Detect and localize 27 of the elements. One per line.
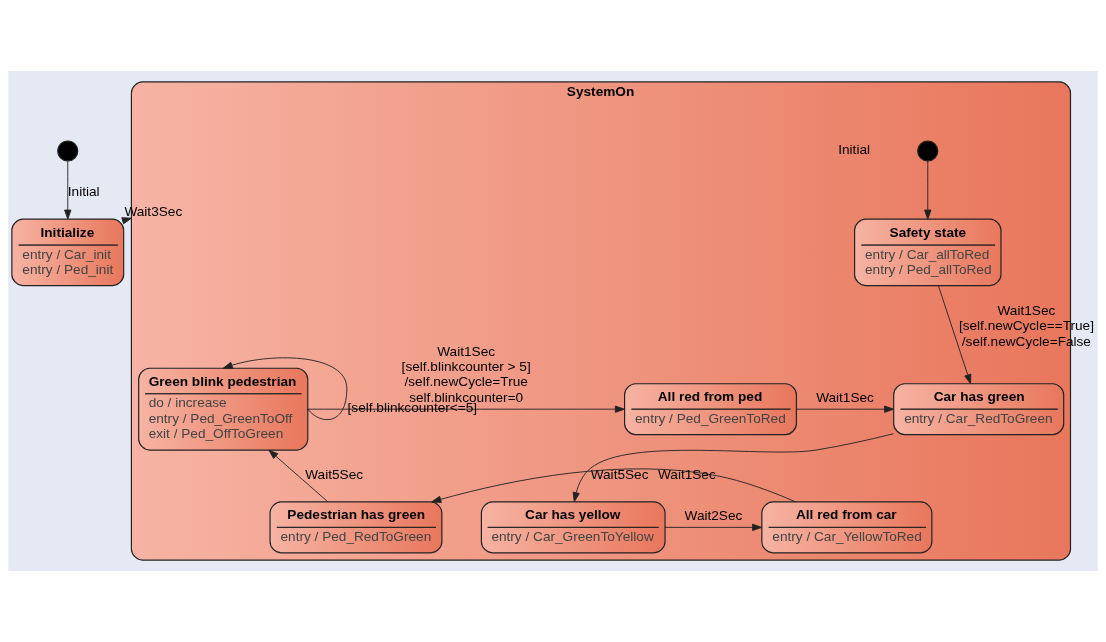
arrow [796,405,895,413]
arrow [307,405,625,413]
arrow [938,285,972,385]
node-box: Car has green entry / Car_RedToGreen [893,383,1065,436]
arrow [268,449,329,503]
arrow [924,160,932,220]
arrow [64,160,72,220]
node-box: Green blink pedestrian do / increase entry / Ped_GreenToOff exit / Ped_OffToGreen [138,367,309,451]
arrow [431,468,797,503]
edge-label: Wait5Sec [590,467,649,483]
node-box: Pedestrian has green entry / Ped_RedToGreen [269,501,443,554]
arrow [572,433,894,503]
node-box: All red from ped entry / Ped_GreenToRed [624,383,797,436]
edge-label: Wait1Sec [657,467,716,483]
node-circle [57,140,79,162]
edge-label: Wait1Sec [816,389,874,405]
node-box: All red from car entry / Car_YellowToRed [761,501,933,554]
edge-label: Wait5Sec [305,467,364,483]
node-circle [917,140,939,162]
edge-label: Wait1Sec [self.blinkcounter > 5] /self.newCycle=True self.blinkcounter=0 [401,343,531,405]
node-label: Initial [838,142,871,158]
node-box: Safety state entry / Car_allToRed entry / Ped_allToRed [854,218,1002,287]
arrow [664,523,763,531]
edge-label: Initial [67,184,100,200]
node-box: Car has yellow entry / Car_GreenToYellow [480,501,666,554]
arrow [222,357,348,421]
edge-label: Wait2Sec [684,508,743,524]
